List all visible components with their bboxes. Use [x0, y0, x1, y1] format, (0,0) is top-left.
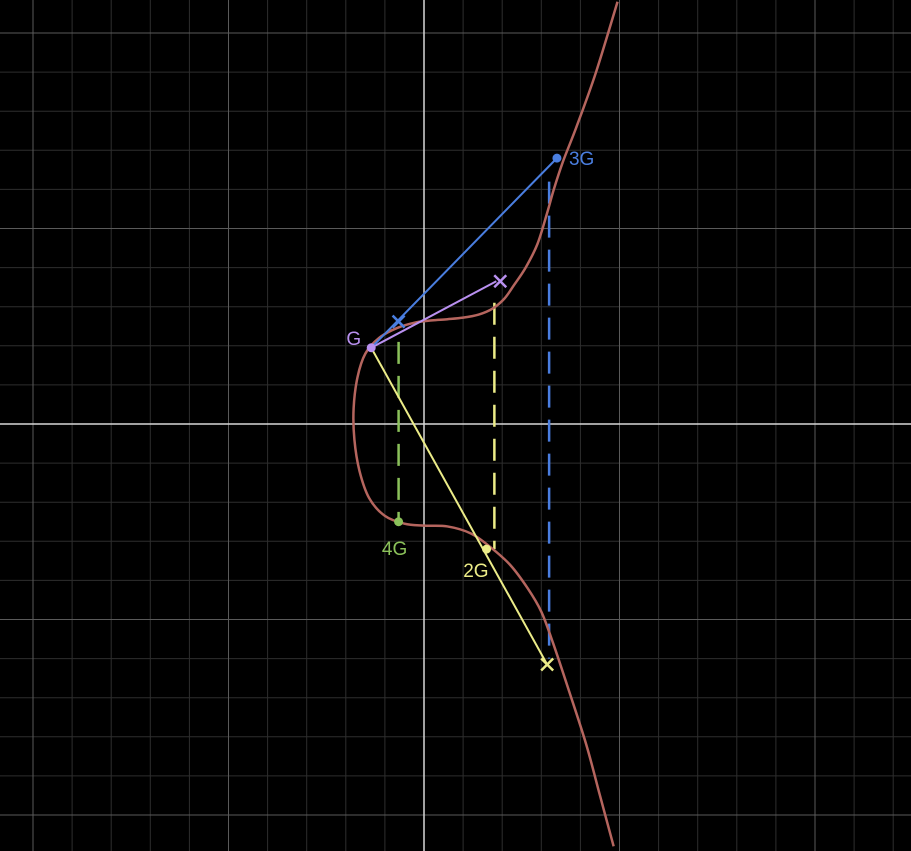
labeled-points: G 3G 2G 4G [346, 149, 594, 582]
point-marker [394, 517, 404, 527]
chord-segment [370, 157, 558, 349]
point-label: G [346, 329, 361, 350]
cross-markers [391, 274, 555, 672]
elliptic-curve [352, 1, 619, 847]
point-label: 4G [382, 539, 407, 560]
curve-layer [352, 1, 619, 847]
chord-segment [370, 280, 497, 349]
point-label: 2G [463, 561, 488, 582]
point-marker [482, 544, 492, 554]
cross-marker-stroke [391, 314, 406, 329]
cross-marker-stroke [493, 274, 508, 289]
cross-marker [391, 314, 406, 329]
cross-marker [493, 274, 508, 289]
point-marker [552, 153, 562, 163]
chord-segments [370, 157, 558, 665]
cross-marker-stroke [540, 657, 555, 672]
point-label: 3G [569, 149, 594, 170]
point-marker [366, 343, 376, 353]
cross-marker [540, 657, 555, 672]
dashed-projections [397, 181, 551, 659]
chord-segment [370, 347, 549, 665]
